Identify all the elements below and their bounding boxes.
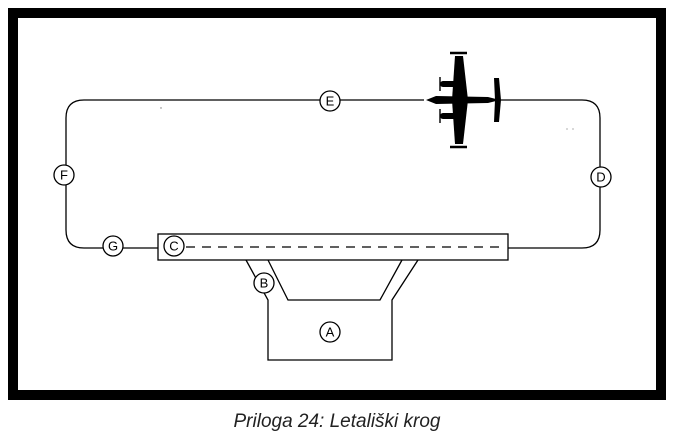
point-a: A bbox=[319, 321, 341, 343]
svg-text:E: E bbox=[326, 94, 335, 109]
svg-text:G: G bbox=[108, 239, 118, 254]
point-d: D bbox=[590, 166, 612, 188]
svg-text:D: D bbox=[596, 170, 605, 185]
svg-text:A: A bbox=[326, 325, 335, 340]
svg-text:C: C bbox=[169, 239, 178, 254]
point-f: F bbox=[53, 164, 75, 186]
circuit-path bbox=[65, 99, 601, 249]
apron-outline bbox=[245, 259, 419, 361]
point-b: B bbox=[253, 272, 275, 294]
svg-text:B: B bbox=[260, 276, 269, 291]
figure-caption: Priloga 24: Letališki krog bbox=[233, 411, 441, 432]
point-g: G bbox=[102, 235, 124, 257]
airplane-icon bbox=[424, 51, 501, 149]
scan-specks bbox=[160, 107, 574, 130]
taxiway-outline bbox=[267, 259, 403, 301]
svg-text:F: F bbox=[60, 168, 68, 183]
point-c: C bbox=[163, 235, 185, 257]
point-e: E bbox=[319, 90, 341, 112]
